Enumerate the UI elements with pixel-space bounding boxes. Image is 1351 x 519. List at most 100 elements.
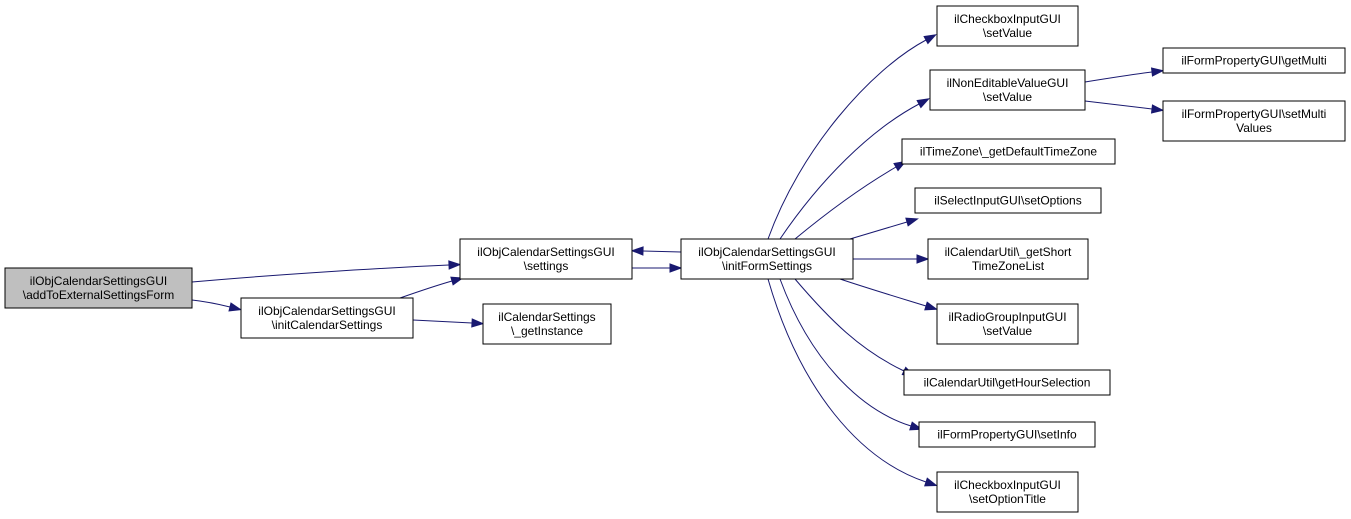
node-box — [927, 238, 1089, 280]
node-n12[interactable]: ilFormPropertyGUI\setInfo — [918, 421, 1096, 448]
node-box — [240, 297, 414, 339]
node-label: \setOptionTitle — [969, 492, 1046, 506]
node-n14[interactable]: ilFormPropertyGUI\getMulti — [1162, 47, 1346, 74]
arrow-head — [471, 318, 485, 328]
node-box — [680, 238, 854, 280]
node-label: ilFormPropertyGUI\setMulti — [1182, 107, 1327, 121]
node-n4[interactable]: ilCalendarSettings\_getInstance — [482, 303, 612, 345]
edge-n3-n13 — [767, 278, 938, 487]
node-box — [1162, 47, 1346, 74]
edge-n0-n2 — [191, 299, 243, 312]
node-n7[interactable]: ilTimeZone\_getDefaultTimeZone — [901, 138, 1116, 165]
arrow-head — [630, 246, 644, 256]
node-label: ilRadioGroupInputGUI — [948, 310, 1066, 324]
node-box — [936, 303, 1079, 345]
arrow-head — [669, 263, 683, 273]
edge-line — [767, 278, 927, 483]
edge-n3-n10 — [839, 278, 938, 311]
edge-line — [191, 299, 231, 308]
node-label: ilFormPropertyGUI\getMulti — [1181, 54, 1326, 68]
arrow-head — [1150, 104, 1165, 114]
node-n6[interactable]: ilNonEditableValueGUI\setValue — [929, 69, 1086, 111]
edge-line — [1084, 100, 1153, 110]
edge-line — [779, 103, 920, 240]
edge-line — [767, 39, 927, 240]
node-label: ilCheckboxInputGUI — [954, 478, 1061, 492]
edge-n3-n5 — [767, 34, 937, 240]
arrow-head — [916, 98, 931, 109]
edge-line — [849, 221, 908, 240]
node-box — [929, 69, 1086, 111]
node-n1[interactable]: ilObjCalendarSettingsGUI\settings — [459, 238, 633, 280]
node-n8[interactable]: ilSelectInputGUI\setOptions — [914, 187, 1102, 214]
node-n11[interactable]: ilCalendarUtil\getHourSelection — [903, 369, 1111, 396]
edge-n3-n11 — [794, 278, 916, 377]
edge-line — [794, 278, 905, 372]
arrow-head — [924, 477, 938, 487]
arrow-head — [923, 34, 937, 45]
node-label: ilSelectInputGUI\setOptions — [934, 194, 1081, 208]
node-n13[interactable]: ilCheckboxInputGUI\setOptionTitle — [936, 471, 1079, 513]
node-box — [918, 421, 1096, 448]
edge-n3-n1 — [630, 246, 682, 256]
node-n10[interactable]: ilRadioGroupInputGUI\setValue — [936, 303, 1079, 345]
node-label: ilCalendarSettings — [498, 310, 595, 324]
node-label: \addToExternalSettingsForm — [23, 288, 174, 302]
node-label: \initCalendarSettings — [272, 318, 383, 332]
edge-n1-n3 — [632, 263, 683, 273]
edge-n3-n6 — [779, 98, 931, 240]
edge-line — [779, 278, 912, 427]
edge-n6-n14 — [1084, 67, 1165, 83]
node-label: ilCalendarUtil\getHourSelection — [924, 376, 1091, 390]
node-box — [4, 267, 193, 309]
node-label: ilNonEditableValueGUI — [947, 76, 1069, 90]
node-label: ilFormPropertyGUI\setInfo — [937, 428, 1077, 442]
node-box — [936, 5, 1079, 47]
arrow-head — [1150, 67, 1165, 77]
arrow-head — [905, 217, 919, 227]
node-label: ilCalendarUtil\_getShort — [945, 245, 1072, 259]
edge-line — [1084, 71, 1153, 83]
node-box — [901, 138, 1116, 165]
node-label: Values — [1236, 121, 1272, 135]
node-label: \_getInstance — [511, 324, 583, 338]
node-box — [903, 369, 1111, 396]
node-label: \initFormSettings — [722, 259, 812, 273]
node-label: \setValue — [983, 26, 1032, 40]
node-label: ilCheckboxInputGUI — [954, 12, 1061, 26]
node-label: TimeZoneList — [972, 259, 1045, 273]
edge-line — [794, 166, 897, 240]
node-n5[interactable]: ilCheckboxInputGUI\setValue — [936, 5, 1079, 47]
edge-n3-n12 — [779, 278, 923, 431]
node-n3[interactable]: ilObjCalendarSettingsGUI\initFormSetting… — [680, 238, 854, 280]
edge-n0-n1 — [191, 260, 462, 283]
edge-n2-n4 — [412, 318, 485, 328]
node-box — [482, 303, 612, 345]
arrow-head — [228, 302, 243, 312]
node-label: ilTimeZone\_getDefaultTimeZone — [920, 145, 1098, 159]
root-node[interactable]: ilObjCalendarSettingsGUI\addToExternalSe… — [4, 267, 193, 309]
edge-n3-n8 — [849, 217, 919, 240]
edge-line — [399, 280, 453, 299]
node-label: \setValue — [983, 324, 1032, 338]
node-label: \setValue — [983, 90, 1032, 104]
node-label: \settings — [524, 259, 569, 273]
node-box — [914, 187, 1102, 214]
edge-line — [191, 264, 450, 283]
edge-n2-n1 — [399, 276, 464, 299]
arrow-head — [448, 260, 462, 270]
node-n2[interactable]: ilObjCalendarSettingsGUI\initCalendarSet… — [240, 297, 414, 339]
edge-n6-n15 — [1084, 100, 1165, 114]
edge-line — [412, 319, 473, 324]
arrow-head — [924, 301, 938, 311]
node-label: ilObjCalendarSettingsGUI — [698, 245, 835, 259]
node-box — [1162, 100, 1346, 142]
node-box — [459, 238, 633, 280]
node-label: ilObjCalendarSettingsGUI — [258, 304, 395, 318]
edge-line — [839, 278, 927, 307]
node-label: ilObjCalendarSettingsGUI — [30, 274, 167, 288]
edge-n3-n9 — [853, 254, 930, 264]
